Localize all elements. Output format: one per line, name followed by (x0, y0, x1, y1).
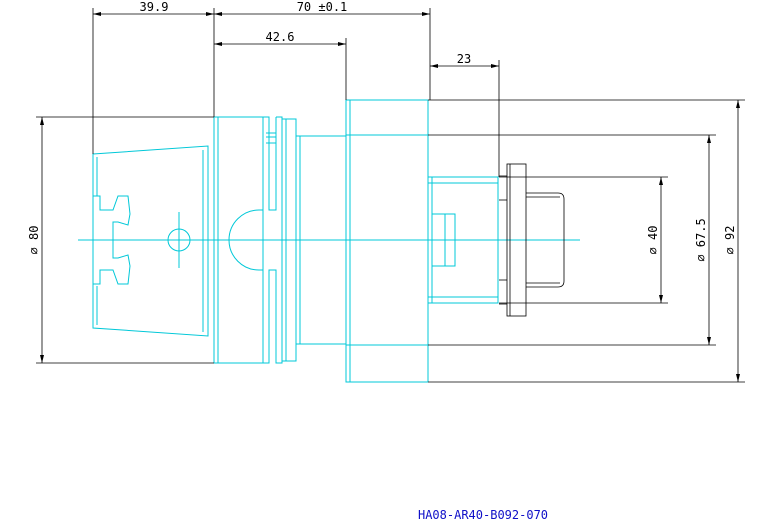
flange (213, 116, 264, 364)
part-number: HA08-AR40-B092-070 (418, 508, 548, 522)
main-body (345, 99, 429, 383)
dim-dia-67-5: ⌀ 67.5 (694, 218, 708, 261)
cutter-outline (499, 163, 565, 317)
dim-dia-40: ⌀ 40 (646, 226, 660, 255)
arbor-pilot (427, 176, 499, 304)
drive-key (432, 213, 456, 267)
dim-70: 70 ±0.1 (297, 0, 348, 14)
dim-dia-92: ⌀ 92 (723, 226, 737, 255)
taper-shank (92, 145, 209, 337)
dim-42-6: 42.6 (266, 30, 295, 44)
dim-39-9: 39.9 (140, 0, 169, 14)
cutter-disc (506, 163, 527, 317)
retention-screw (526, 192, 565, 288)
dim-dia-80: ⌀ 80 (27, 226, 41, 255)
drive-slots (93, 195, 131, 285)
dim-23: 23 (457, 52, 471, 66)
holder-outline (78, 99, 580, 383)
dimension-lines (36, 8, 745, 383)
